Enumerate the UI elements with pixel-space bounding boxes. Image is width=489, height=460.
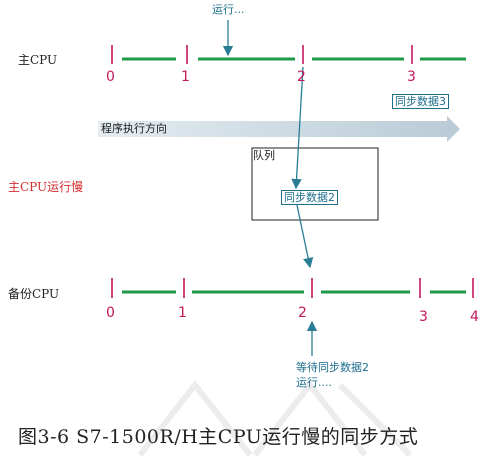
queue-to-backup-arrow <box>296 204 314 269</box>
backup-tick-label: 4 <box>470 309 479 325</box>
primary-tick-label: 0 <box>106 69 115 85</box>
watermark <box>137 380 413 458</box>
backup-tick-label: 2 <box>298 305 307 321</box>
backup-tick-label: 0 <box>106 305 115 321</box>
sync-data-3-label: 同步数据3 <box>392 94 449 109</box>
primary-slow-label: 主CPU运行慢 <box>8 180 84 194</box>
primary-tick-label: 2 <box>297 69 306 85</box>
wait-note-line-1: 等待同步数据2 <box>296 361 369 374</box>
queue-label: 队列 <box>253 149 275 162</box>
backup-cpu-label: 备份CPU <box>8 287 60 301</box>
primary-tick-label: 1 <box>181 69 190 85</box>
primary-timeline <box>111 45 466 64</box>
backup-tick-label: 1 <box>178 305 187 321</box>
sync-data-2-label: 同步数据2 <box>281 190 338 205</box>
send-to-queue-arrow <box>291 66 304 190</box>
backup-tick-label: 3 <box>419 309 428 325</box>
backup-timeline <box>111 278 474 298</box>
direction-arrow-bar <box>98 116 460 142</box>
queue-box <box>251 147 379 221</box>
figure-caption: 图3-6 S7-1500R/H主CPU运行慢的同步方式 <box>18 426 419 448</box>
primary-tick-label: 3 <box>407 69 416 85</box>
primary-cpu-label: 主CPU <box>18 53 58 67</box>
direction-label: 程序执行方向 <box>101 122 167 135</box>
wait-note-line-2: 运行.... <box>296 376 332 389</box>
top-run-note: 运行... <box>212 3 245 16</box>
